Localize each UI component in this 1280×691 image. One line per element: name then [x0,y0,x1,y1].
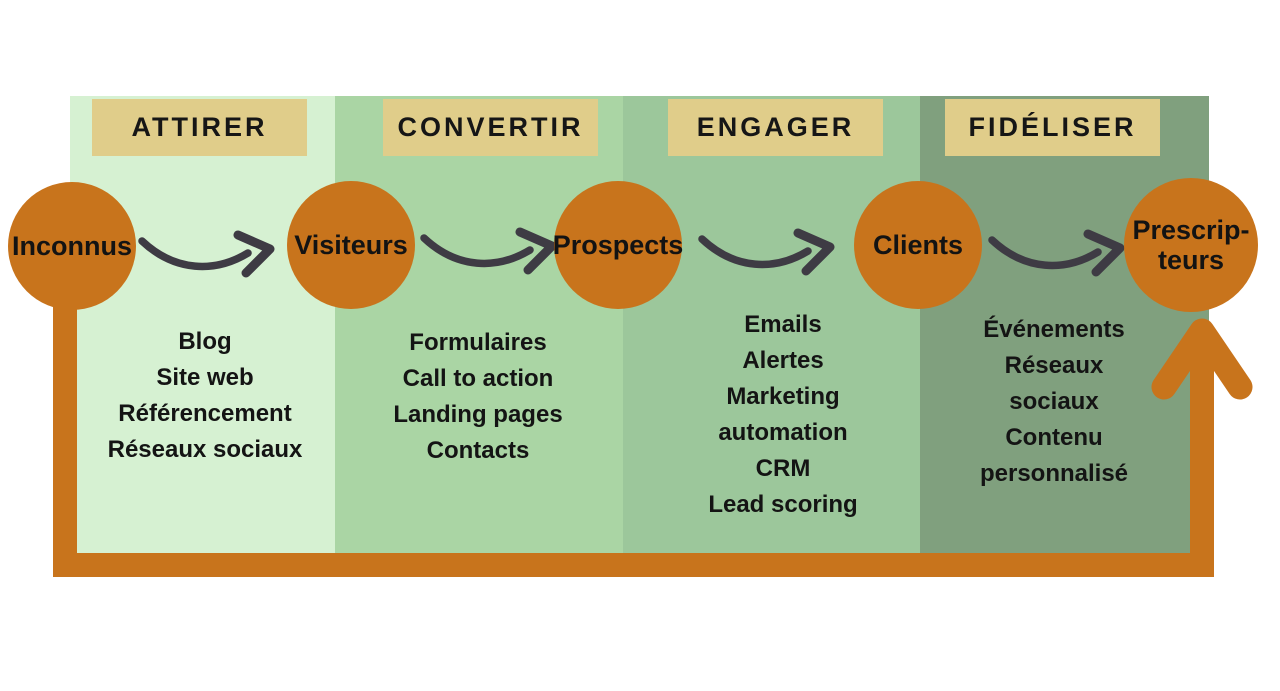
list-item: Site web [156,364,254,391]
return-loop-arrow [53,248,1253,577]
flow-arrows [138,227,1125,278]
list-item: Call to action [402,365,554,392]
stage-header-convertir: CONVERTIR [383,99,598,156]
stage-items-fideliser: Événements Réseaux sociaux Contenu perso… [964,312,1144,492]
stage-column-fideliser [920,96,1209,553]
list-item: Événements [983,316,1125,343]
circle-prospects: Prospects [553,181,683,309]
circle-clients: Clients [854,181,982,309]
flow-arrow-4-icon [988,229,1125,277]
stage-header-engager: ENGAGER [668,99,883,156]
list-item: Réseaux sociaux [1004,352,1104,415]
list-item: Alertes [742,347,824,374]
circle-inconnus: Inconnus [8,182,136,310]
flow-arrow-3-icon [698,228,835,276]
circle-visiteurs: Visiteurs [287,181,415,309]
flow-arrow-1-icon [138,230,275,278]
return-loop-arrowhead-icon [1151,318,1253,400]
list-item: Contacts [426,437,530,464]
stage-items-attirer: Blog Site web Référencement Réseaux soci… [55,324,355,468]
stage-header-fideliser: FIDÉLISER [945,99,1160,156]
list-item: Landing pages [393,401,563,428]
list-item: Emails [744,311,822,338]
return-loop-path [53,248,1214,577]
list-item: Formulaires [409,329,547,356]
stage-column-convertir [335,96,623,553]
list-item: Lead scoring [708,491,858,518]
stage-items-convertir: Formulaires Call to action Landing pages… [338,325,618,469]
flow-arrow-2-icon [420,227,557,275]
list-item: Marketing automation [718,383,848,446]
list-item: Référencement [118,400,292,427]
list-item: Blog [178,328,232,355]
stage-header-attirer: ATTIRER [92,99,307,156]
stage-column-attirer [70,96,335,553]
stage-column-engager [623,96,920,553]
list-item: Contenu personnalisé [979,424,1129,487]
circle-prescripteurs: Prescrip- teurs [1124,178,1258,312]
list-item: Réseaux sociaux [107,436,303,463]
stage-items-engager: Emails Alertes Marketing automation CRM … [663,307,903,523]
list-item: CRM [755,455,811,482]
